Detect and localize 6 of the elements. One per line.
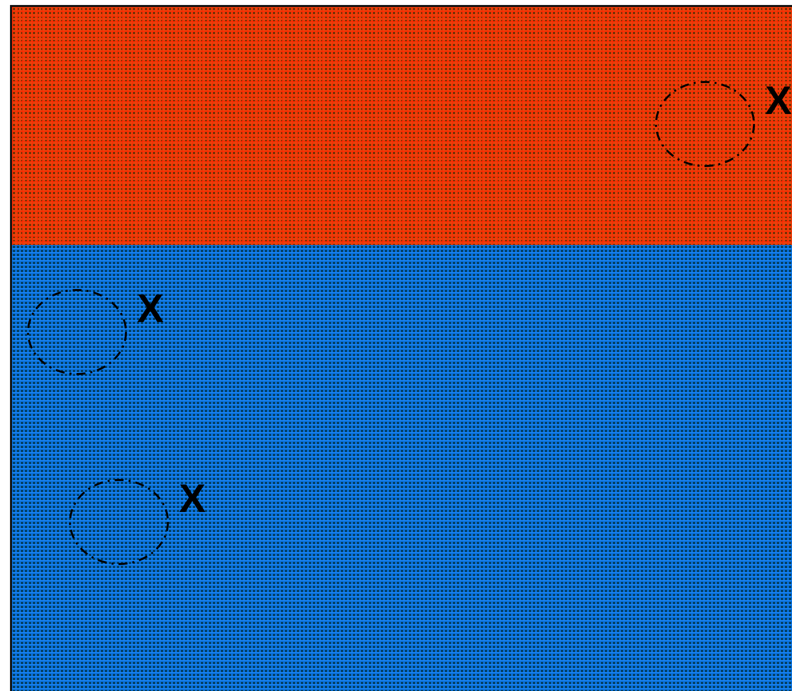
dashed-circle bbox=[655, 81, 755, 167]
cross-mark-label: X bbox=[765, 81, 792, 121]
dashed-circle bbox=[69, 479, 169, 565]
dashed-circle bbox=[27, 289, 127, 375]
cross-mark-label: X bbox=[179, 479, 206, 519]
cross-mark-label: X bbox=[137, 289, 164, 329]
